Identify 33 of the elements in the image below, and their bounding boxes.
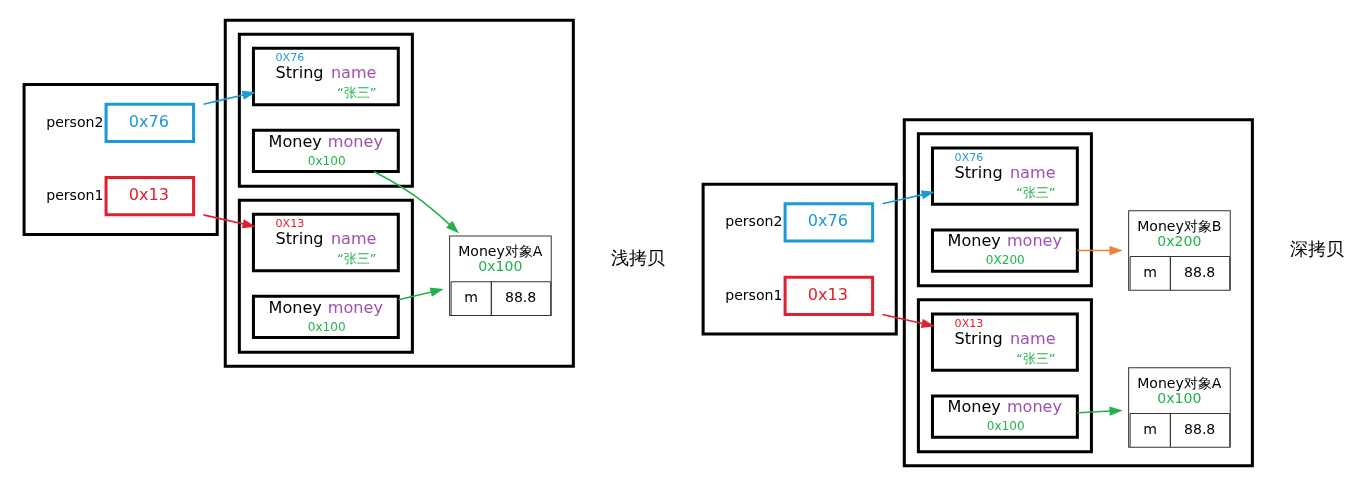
arrow — [881, 190, 935, 205]
arrow — [1076, 406, 1123, 416]
node-box: Money money 0X200 — [930, 228, 1079, 273]
cluster — [916, 298, 1093, 454]
cluster — [701, 182, 898, 336]
label: 深拷贝 — [1289, 237, 1344, 259]
arrow — [202, 90, 256, 105]
node-box: Money money 0x100 — [251, 128, 400, 174]
node-box: 0x13 — [104, 176, 195, 217]
cluster — [223, 18, 575, 368]
arrow — [881, 313, 935, 328]
label: 浅拷贝 — [610, 247, 665, 269]
cluster — [237, 198, 414, 354]
node-box: 0X76 String name “张三” — [251, 46, 400, 107]
node-box: 0X13 String name “张三” — [930, 312, 1079, 372]
node-label: person1 — [724, 286, 782, 303]
node-label: person2 — [45, 113, 103, 130]
node-box: Money money 0x100 — [251, 294, 400, 340]
node-box: 0X13 String name “张三” — [251, 212, 400, 273]
arrow — [202, 214, 256, 229]
cluster — [916, 132, 1093, 288]
arrow — [397, 287, 444, 301]
node-label: person1 — [45, 186, 103, 203]
node-label: person2 — [724, 213, 782, 230]
arrow — [1076, 245, 1123, 256]
cluster — [22, 83, 219, 236]
cluster — [237, 32, 414, 188]
node-box: 0x13 — [783, 275, 874, 316]
node-box: 0X76 String name “张三” — [930, 146, 1079, 206]
node-box: 0x76 — [104, 102, 195, 143]
cluster — [902, 118, 1254, 468]
node-box: 0x76 — [783, 202, 874, 243]
node-box: Money money 0x100 — [930, 394, 1079, 439]
